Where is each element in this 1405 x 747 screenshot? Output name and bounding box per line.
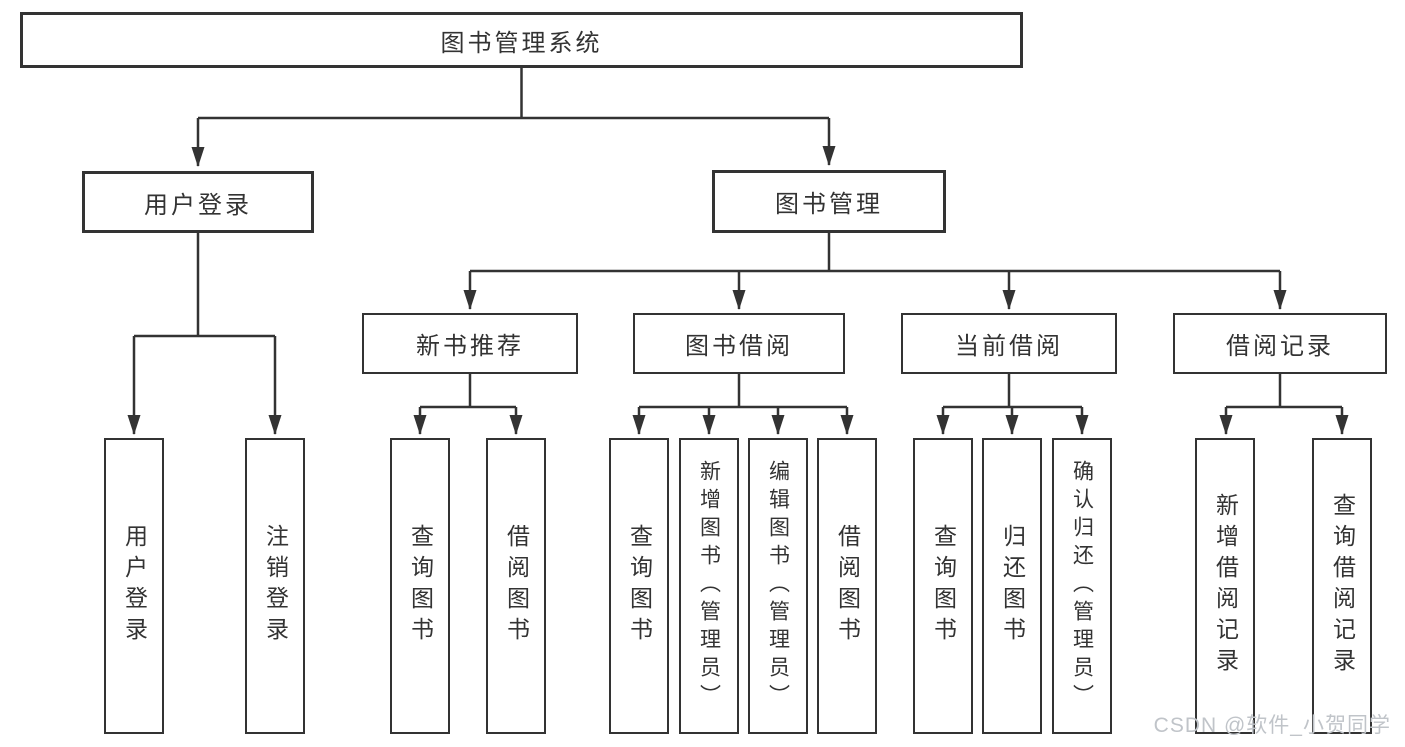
node-user-login-label: 用户登录 [144,191,252,219]
node-book-management-label: 图书管理 [775,191,883,218]
leaf-borrowing-edit-books-admin-label: 编辑图书（管理员） [766,460,790,712]
leaf-current-return-books-label: 归还图书 [999,524,1026,648]
node-root: 图书管理系统 [20,12,1023,68]
leaf-borrowing-borrow-books: 借阅图书 [817,438,877,734]
leaf-borrowing-add-books-admin: 新增图书（管理员） [679,438,739,734]
leaf-records-query-record-label: 查询借阅记录 [1329,493,1356,679]
leaf-logout-label: 注销登录 [262,524,289,648]
leaf-records-add-record-label: 新增借阅记录 [1212,493,1239,679]
node-new-book-recommend-label: 新书推荐 [416,333,524,360]
leaf-user-login-label: 用户登录 [121,524,148,648]
leaf-newbooks-query-books-label: 查询图书 [407,524,434,648]
leaf-current-query-books: 查询图书 [913,438,973,734]
node-root-label: 图书管理系统 [440,29,603,57]
node-current-borrowing-label: 当前借阅 [955,333,1063,360]
leaf-borrowing-borrow-books-label: 借阅图书 [834,524,861,648]
leaf-newbooks-borrow-books: 借阅图书 [486,438,546,734]
leaf-user-login: 用户登录 [104,438,164,734]
leaf-current-confirm-return-admin: 确认归还（管理员） [1052,438,1112,734]
leaf-borrowing-query-books-label: 查询图书 [626,524,653,648]
leaf-newbooks-borrow-books-label: 借阅图书 [503,524,530,648]
node-new-book-recommend: 新书推荐 [362,313,578,374]
leaf-records-query-record: 查询借阅记录 [1312,438,1372,734]
node-borrow-records: 借阅记录 [1173,313,1387,374]
leaf-logout: 注销登录 [245,438,305,734]
leaf-current-query-books-label: 查询图书 [930,524,957,648]
leaf-records-add-record: 新增借阅记录 [1195,438,1255,734]
node-borrow-records-label: 借阅记录 [1226,333,1334,360]
leaf-current-confirm-return-admin-label: 确认归还（管理员） [1070,460,1094,712]
leaf-newbooks-query-books: 查询图书 [390,438,450,734]
node-book-borrowing-label: 图书借阅 [685,333,793,360]
node-current-borrowing: 当前借阅 [901,313,1117,374]
leaf-current-return-books: 归还图书 [982,438,1042,734]
node-book-management: 图书管理 [712,170,946,233]
leaf-borrowing-add-books-admin-label: 新增图书（管理员） [697,460,721,712]
leaf-borrowing-query-books: 查询图书 [609,438,669,734]
node-user-login: 用户登录 [82,171,314,233]
watermark: CSDN @软件_小贺同学 [1153,714,1391,737]
node-book-borrowing: 图书借阅 [633,313,845,374]
leaf-borrowing-edit-books-admin: 编辑图书（管理员） [748,438,808,734]
